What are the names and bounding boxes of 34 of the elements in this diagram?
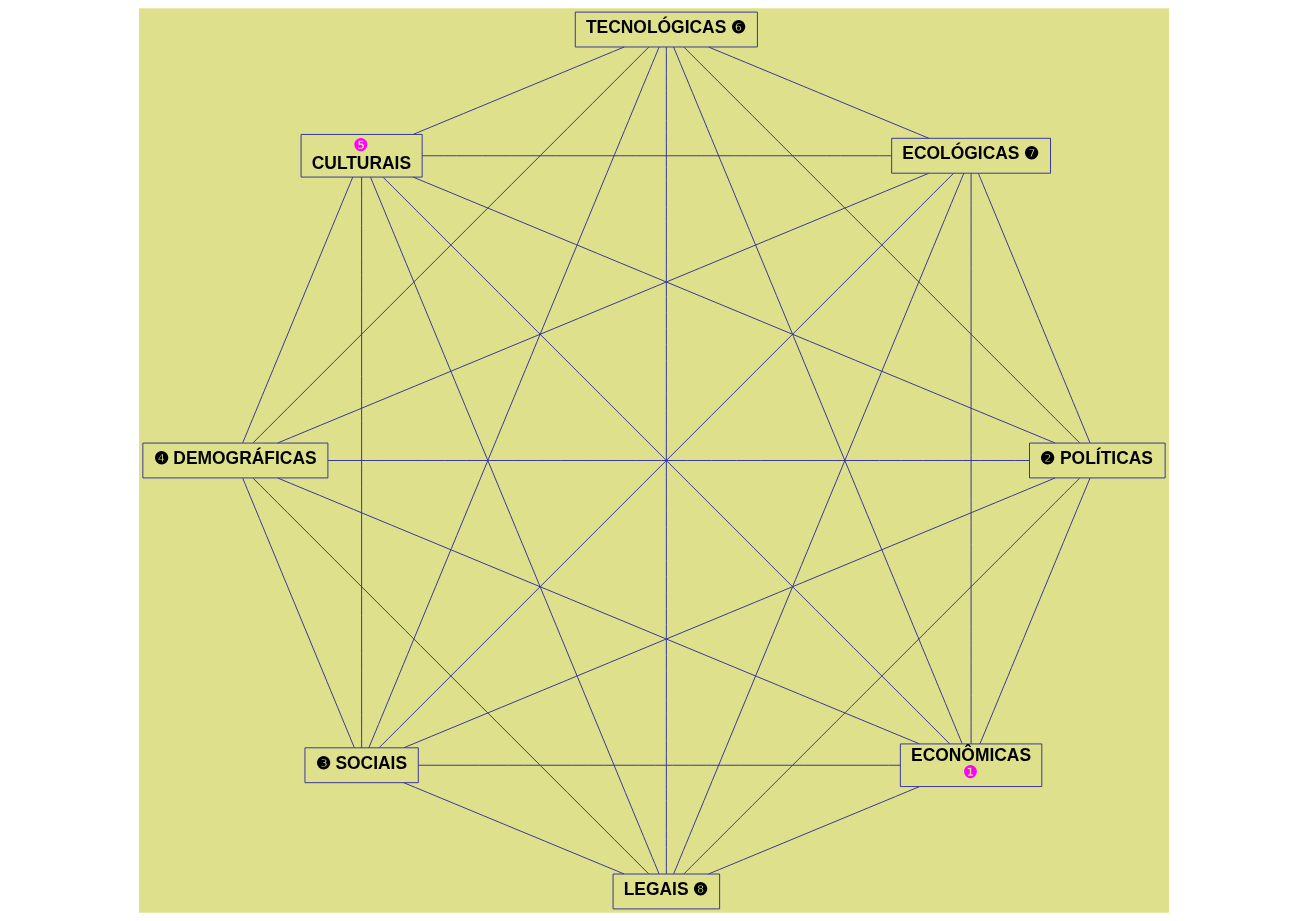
connector [683, 46, 1081, 444]
node-box: ❸ SOCIAIS [304, 747, 419, 784]
connector [370, 176, 660, 875]
connector [421, 155, 893, 157]
connector [979, 477, 1091, 745]
connector [403, 782, 625, 875]
connector [327, 460, 1030, 461]
connector [412, 46, 625, 135]
connector [673, 172, 965, 875]
connector [368, 46, 660, 749]
connector [361, 176, 363, 749]
node-box: ❹ DEMOGRÁFICAS [142, 442, 329, 479]
node-box: TECNOLÓGICAS ❻ [574, 11, 758, 48]
connector [708, 786, 920, 875]
connector [977, 173, 1091, 444]
connector [242, 176, 354, 444]
connector [277, 477, 920, 745]
node-box: ❷ POLÍTICAS [1029, 442, 1166, 479]
node-box: LEGAIS ❽ [612, 873, 721, 910]
connector [683, 477, 1081, 875]
node-box: ❺ CULTURAIS [300, 133, 423, 178]
connector [252, 477, 650, 875]
connector [708, 46, 930, 139]
connector [417, 764, 901, 766]
node-box: ECOLÓGICAS ❼ [891, 137, 1051, 174]
node-box: ECONÔMICAS ❶ [899, 743, 1043, 788]
connector [277, 172, 930, 444]
connector [242, 477, 355, 749]
connector [252, 46, 650, 444]
connector [673, 46, 963, 745]
connector [665, 46, 667, 875]
connector [412, 176, 1056, 444]
connector [970, 172, 972, 745]
connector [403, 477, 1056, 749]
